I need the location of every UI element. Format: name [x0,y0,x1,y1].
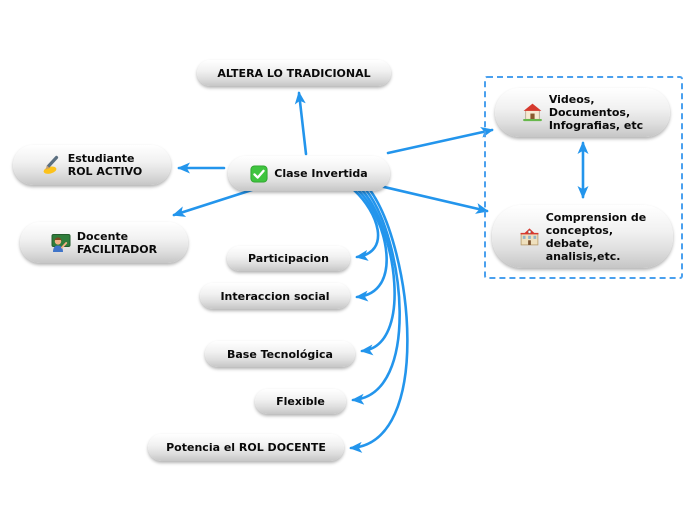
arrow-clase-to-docente [172,187,257,217]
node-label: Participacion [248,252,329,265]
house-icon [522,102,543,123]
check-icon [250,164,268,183]
node-comprension-de-conceptos[interactable]: Comprension de conceptos, debate, analis… [492,205,673,268]
node-label: Flexible [276,395,325,408]
arrow-clase-to-participacion [352,188,380,261]
node-label: Interaccion social [220,289,330,303]
node-interaccion-social[interactable]: Interaccion social [200,283,350,309]
node-label: Potencia el ROL DOCENTE [166,441,326,454]
node-videos-documentos-infografias[interactable]: Videos, Documentos, Infografias, etc [495,88,670,137]
node-base-tecnologica[interactable]: Base Tecnológica [205,341,355,367]
node-estudiante-rol-activo[interactable]: Estudiante ROL ACTIVO [13,145,171,185]
node-label: Clase Invertida [274,167,368,180]
node-altera-lo-tradicional[interactable]: ALTERA LO TRADICIONAL [197,60,391,86]
node-participacion[interactable]: Participacion [227,246,350,271]
node-label: Estudiante ROL ACTIVO [67,152,143,178]
school-icon [519,226,540,247]
teacher-icon [51,233,71,253]
node-label: Docente FACILITADOR [76,229,158,256]
node-flexible[interactable]: Flexible [255,389,346,414]
node-label: Comprension de conceptos, debate, analis… [545,210,647,263]
node-label: ALTERA LO TRADICIONAL [217,66,371,80]
arrow-clase-to-base [360,188,396,356]
arrow-clase-to-potencia [349,188,409,453]
arrow-clase-to-altera [294,91,308,156]
arrow-clase-to-videos [386,127,494,155]
arrow-clase-to-flexible [351,188,401,405]
arrow-clase-to-interaccion [355,188,388,302]
node-potencia-el-rol-docente[interactable]: Potencia el ROL DOCENTE [148,434,344,461]
node-label: Videos, Documentos, Infografias, etc [548,93,644,132]
arrow-clase-to-comprension [378,184,489,214]
node-label: Base Tecnológica [227,347,333,361]
node-clase-invertida[interactable]: Clase Invertida [228,156,390,191]
writing-hand-icon [42,155,62,175]
dashed-group-border [484,76,683,279]
node-docente-facilitador[interactable]: Docente FACILITADOR [20,222,188,263]
